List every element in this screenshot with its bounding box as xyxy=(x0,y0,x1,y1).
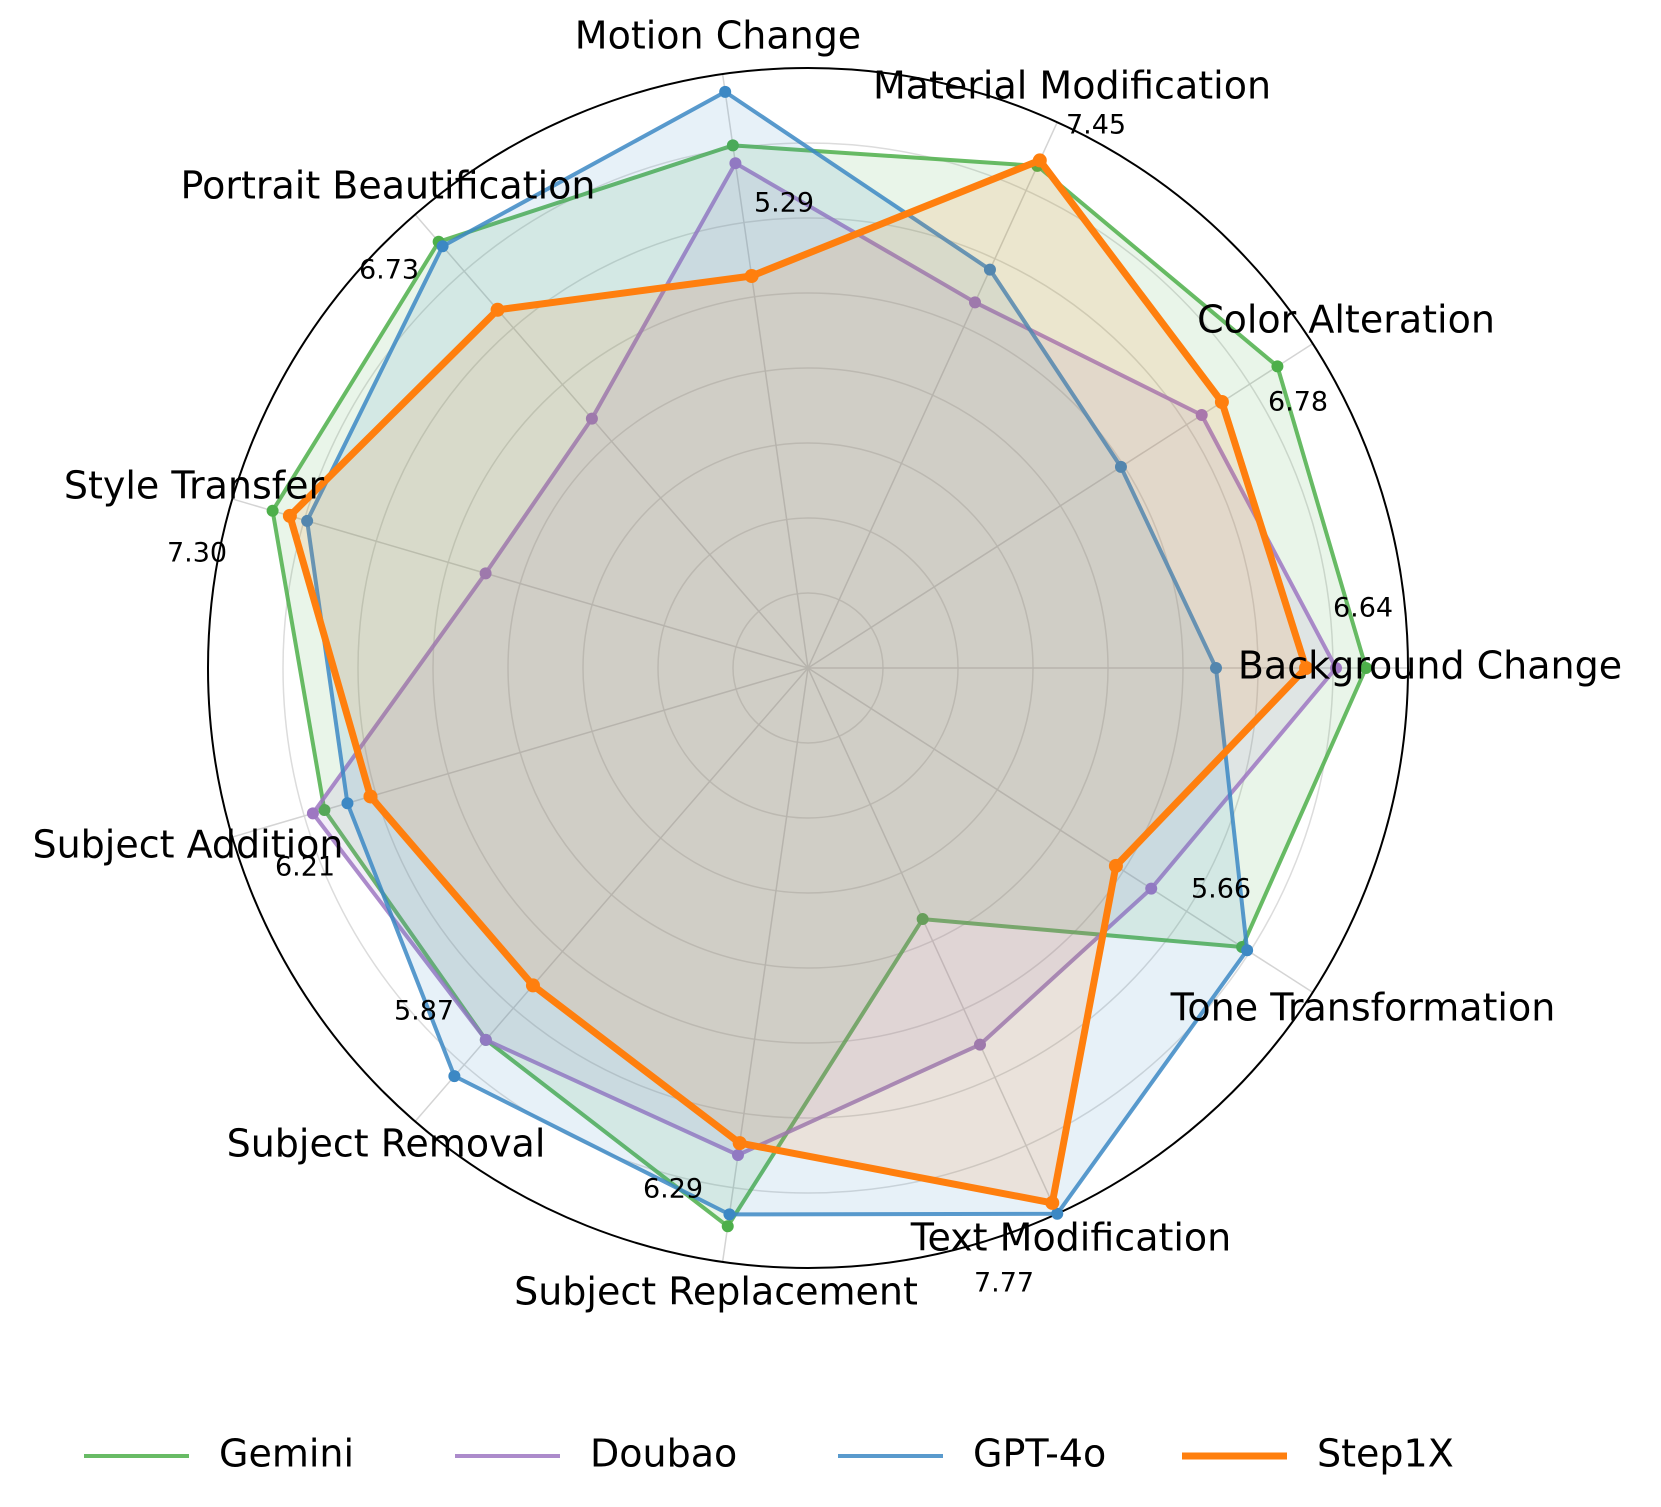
axis-label: Subject Removal xyxy=(227,1122,546,1166)
data-point xyxy=(525,978,540,993)
grid-spoke xyxy=(807,667,1058,1215)
data-point xyxy=(341,797,354,810)
value-label: 6.29 xyxy=(643,1174,703,1205)
axis-label: Material Modification xyxy=(873,64,1271,108)
series-area xyxy=(307,91,1248,1215)
value-label: 6.78 xyxy=(1268,387,1328,418)
data-point xyxy=(490,302,505,317)
series-area xyxy=(272,145,1367,1227)
grid-spoke xyxy=(807,121,1058,669)
axis-label: Background Change xyxy=(1238,644,1622,688)
data-point xyxy=(731,1148,744,1161)
data-point xyxy=(723,1208,736,1221)
grid-spoke xyxy=(721,74,809,669)
grid-spoke xyxy=(414,667,809,1122)
radar-series xyxy=(266,85,1372,1233)
legend: Gemini Doubao GPT-4o Step1X xyxy=(84,1432,1454,1476)
legend-label: GPT-4o xyxy=(973,1432,1106,1476)
data-point xyxy=(363,789,378,804)
value-label: 5.29 xyxy=(754,188,814,219)
data-point xyxy=(1145,882,1158,895)
data-point xyxy=(1271,360,1284,373)
data-point xyxy=(1051,1207,1064,1220)
axis-label: Style Transfer xyxy=(64,464,325,508)
data-point xyxy=(1210,662,1222,674)
value-label: 6.73 xyxy=(359,255,419,286)
data-point xyxy=(719,85,732,98)
value-label: 7.30 xyxy=(167,538,227,569)
data-point xyxy=(1330,662,1342,674)
data-point xyxy=(729,157,742,170)
radar-labels: Background Change 6.64 Color Alteration 6.7… xyxy=(32,14,1622,1314)
series-area xyxy=(289,160,1306,1203)
grid-spoke xyxy=(721,667,809,1262)
data-point xyxy=(306,807,319,820)
data-point xyxy=(1114,460,1127,473)
value-label: 7.45 xyxy=(1066,110,1126,141)
legend-label: Gemini xyxy=(219,1432,354,1476)
data-point xyxy=(318,803,331,816)
legend-label: Doubao xyxy=(590,1432,737,1476)
data-point xyxy=(1195,408,1208,421)
data-point xyxy=(1032,153,1047,168)
grid-spoke xyxy=(807,667,1314,994)
data-point xyxy=(266,504,279,517)
axis-label: Color Alteration xyxy=(1197,298,1495,342)
data-point xyxy=(732,1136,747,1151)
value-label: 6.64 xyxy=(1333,593,1393,624)
axis-label: Text Modification xyxy=(910,1216,1232,1260)
series-doubao xyxy=(306,157,1342,1161)
series-line xyxy=(305,89,1250,1217)
data-point xyxy=(1214,395,1229,410)
axis-label: Subject Replacement xyxy=(514,1270,918,1314)
series-area xyxy=(312,163,1336,1155)
data-point xyxy=(973,1038,986,1051)
grid-spoke xyxy=(807,342,1314,669)
data-point xyxy=(916,913,929,926)
series-line xyxy=(270,143,1368,1229)
data-point xyxy=(1241,944,1254,957)
data-point xyxy=(744,269,759,284)
data-point xyxy=(1299,661,1313,675)
data-point xyxy=(448,1070,461,1083)
data-point xyxy=(1108,858,1123,873)
data-point xyxy=(479,567,492,580)
data-point xyxy=(479,1033,492,1046)
value-label: 7.77 xyxy=(974,1268,1034,1299)
series-gpt-4o xyxy=(301,85,1254,1221)
grid-spoke xyxy=(232,498,809,669)
series-step1x xyxy=(282,153,1313,1210)
value-label: 6.21 xyxy=(275,852,335,883)
data-point xyxy=(1360,662,1372,674)
axis-label: Portrait Beautification xyxy=(181,164,596,208)
data-point xyxy=(1045,1195,1060,1210)
data-point xyxy=(721,1220,734,1233)
axis-label: Motion Change xyxy=(575,14,861,58)
value-label: 5.87 xyxy=(394,996,454,1027)
data-point xyxy=(282,508,297,523)
data-point xyxy=(726,139,739,152)
outer-ring xyxy=(207,67,1409,1269)
axis-label: Subject Addition xyxy=(32,823,343,867)
data-point xyxy=(585,412,598,425)
data-point xyxy=(983,263,996,276)
axis-label: Tone Transformation xyxy=(1170,986,1556,1030)
data-point xyxy=(301,514,314,527)
series-gemini xyxy=(266,139,1372,1233)
data-point xyxy=(968,296,981,309)
grid-spoke xyxy=(414,214,809,669)
series-line xyxy=(286,156,1310,1207)
value-label: 5.66 xyxy=(1191,874,1251,905)
series-line xyxy=(310,161,1338,1157)
legend-label: Step1X xyxy=(1317,1432,1454,1476)
data-point xyxy=(436,240,449,253)
